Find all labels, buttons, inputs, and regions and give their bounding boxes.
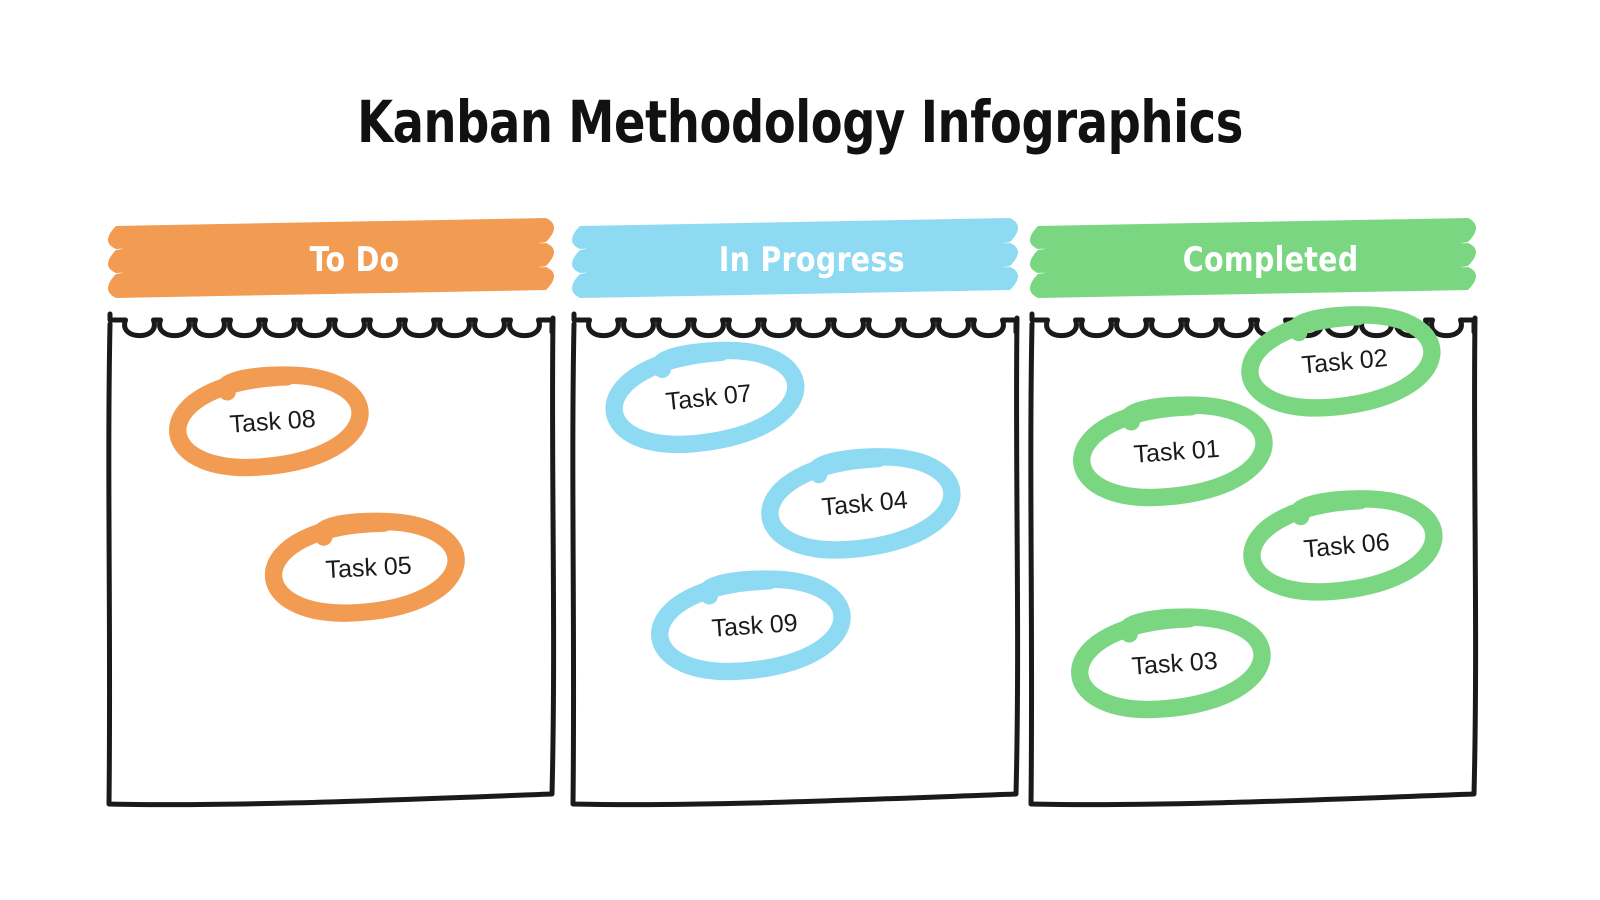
marker-circle-icon [169,366,369,477]
task-card[interactable]: Task 01 [1062,387,1284,514]
task-card[interactable]: Task 07 [593,329,819,463]
torn-tape-icon [1030,218,1476,298]
column-header-label-completed: Completed [1182,240,1359,280]
task-layer-in-progress: Task 07 Task 04 Task 09 [560,298,1030,818]
task-label: Task 09 [710,608,799,643]
task-card[interactable]: Task 02 [1230,295,1454,425]
notepad-border [570,315,1021,808]
marker-circle-icon [1243,490,1443,601]
task-layer-todo: Task 08 Task 05 [96,298,566,818]
task-label: Task 04 [820,485,909,521]
marker-circle-icon [605,341,805,454]
notepad-border [106,315,557,808]
spiral-binding-icon [107,311,555,339]
task-label: Task 08 [228,404,317,439]
marker-circle-icon [1241,306,1441,417]
page-title: Kanban Methodology Infographics [357,88,1243,156]
column-header-label-todo: To Do [309,240,400,280]
task-label: Task 07 [664,378,753,416]
task-label: Task 03 [1130,646,1219,681]
marker-circle-icon [264,512,465,622]
marker-circle-icon [651,570,851,681]
column-header-ribbon-completed[interactable]: Completed [1018,210,1488,308]
task-card[interactable]: Task 04 [750,437,974,567]
marker-circle-icon [1071,608,1271,719]
notepad-border [1028,315,1479,808]
task-card[interactable]: Task 05 [255,504,476,627]
torn-tape-icon [108,218,554,298]
task-card[interactable]: Task 08 [158,357,380,484]
column-header-label-in-progress: In Progress [718,240,905,280]
task-card[interactable]: Task 03 [1060,599,1282,726]
task-card[interactable]: Task 06 [1232,479,1456,609]
column-header-ribbon-todo[interactable]: To Do [96,210,566,308]
torn-tape-icon [572,218,1018,298]
task-layer-completed: Task 02 Task 01 Task 06 Task 03 [1018,298,1488,818]
task-label: Task 05 [324,551,413,584]
kanban-column-todo[interactable]: To Do Task 08 Task 05 [96,210,566,820]
column-header-ribbon-in-progress[interactable]: In Progress [560,210,1030,308]
marker-circle-icon [761,448,961,559]
task-card[interactable]: Task 09 [640,561,862,688]
task-label: Task 06 [1302,527,1391,563]
task-label: Task 01 [1132,434,1221,469]
marker-circle-icon [1073,396,1273,507]
spiral-binding-icon [571,311,1019,339]
notepad-todo [96,298,566,818]
